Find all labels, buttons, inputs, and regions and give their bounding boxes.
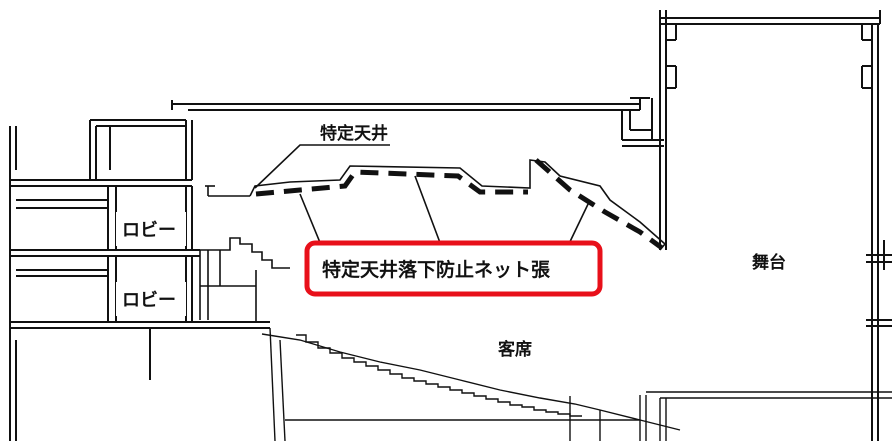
- seats-label: 客席: [497, 339, 532, 360]
- balcony-tiers: [192, 237, 290, 322]
- net-label: 特定天井落下防止ネット張: [322, 258, 551, 281]
- stage-house-outline: [659, 10, 892, 441]
- safety-net-line: [255, 158, 664, 251]
- lobby-upper-label: ロビー: [122, 220, 176, 241]
- main-floor-rake: [261, 327, 892, 441]
- highlight-box: [304, 240, 603, 297]
- lobby-upper-plate: [116, 212, 186, 246]
- lobby-lower-plate: [116, 282, 186, 316]
- ceiling-label: 特定天井: [320, 123, 388, 144]
- lobby-lower-label: ロビー: [122, 290, 176, 311]
- specified-ceiling-profile: [205, 159, 667, 251]
- auditorium-roof: [171, 97, 664, 147]
- lobby-block-outline: [9, 119, 270, 441]
- stage-label: 舞台: [752, 252, 786, 273]
